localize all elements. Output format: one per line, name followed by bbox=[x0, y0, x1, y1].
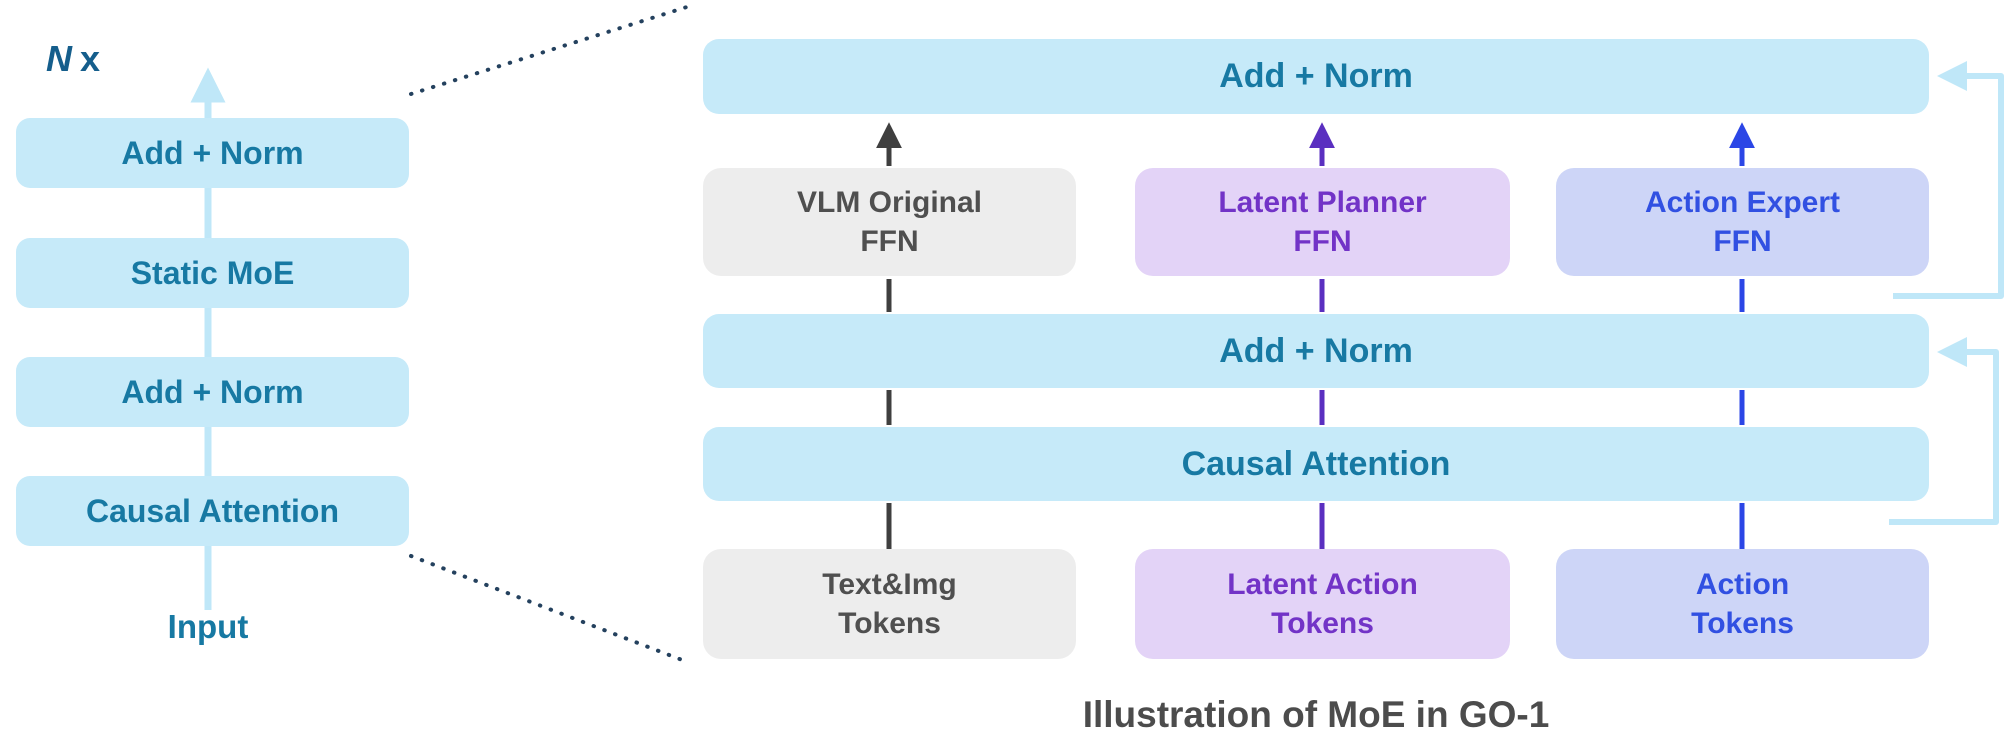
box-label-line: Tokens bbox=[1271, 607, 1374, 640]
repeat-n: N bbox=[46, 38, 72, 79]
diagram-caption: Illustration of MoE in GO-1 bbox=[1082, 694, 1550, 735]
latent-action-tokens-box: Latent Action Tokens bbox=[1135, 549, 1510, 659]
action-expert-ffn-box: Action Expert FFN bbox=[1556, 168, 1929, 276]
input-label: Input bbox=[167, 608, 249, 645]
box-label-line: Latent Planner bbox=[1218, 186, 1427, 219]
left-block-static-moe: Static MoE bbox=[16, 238, 409, 308]
box-label-line: VLM Original bbox=[796, 186, 982, 219]
box-label-line: Action bbox=[1695, 568, 1790, 601]
left-block-add-norm-bottom: Add + Norm bbox=[16, 357, 409, 427]
bar-label: Add + Norm bbox=[1219, 57, 1413, 95]
causal-attention-bar: Causal Attention bbox=[703, 427, 1929, 501]
box-label-line: Text&Img bbox=[822, 568, 957, 601]
left-block-causal-attention: Causal Attention bbox=[16, 476, 409, 546]
latent-planner-ffn-box: Latent Planner FFN bbox=[1135, 168, 1510, 276]
box-label-line: FFN bbox=[1293, 225, 1352, 258]
top-add-norm-bar: Add + Norm bbox=[703, 39, 1929, 114]
vlm-original-ffn-box: VLM Original FFN bbox=[703, 168, 1076, 276]
box-label-line: Latent Action bbox=[1227, 568, 1418, 601]
bar-label: Causal Attention bbox=[1181, 444, 1451, 483]
box-label-line: Action Expert bbox=[1644, 186, 1841, 219]
box-label-line: FFN bbox=[860, 225, 919, 258]
box-label-line: FFN bbox=[1713, 225, 1772, 258]
text-img-tokens-box: Text&Img Tokens bbox=[703, 549, 1076, 659]
block-label: Add + Norm bbox=[121, 373, 304, 410]
box-label-line: Tokens bbox=[1691, 607, 1794, 640]
repeat-x: x bbox=[80, 38, 101, 79]
block-label: Add + Norm bbox=[121, 134, 304, 171]
action-tokens-box: Action Tokens bbox=[1556, 549, 1929, 659]
zoom-dotted-line-top bbox=[409, 4, 692, 96]
bar-label: Add + Norm bbox=[1219, 331, 1413, 370]
block-label: Static MoE bbox=[130, 254, 295, 291]
block-label: Causal Attention bbox=[85, 492, 340, 529]
box-label-line: Tokens bbox=[838, 607, 941, 640]
mid-add-norm-bar: Add + Norm bbox=[703, 314, 1929, 388]
zoom-dotted-line-bottom bbox=[409, 554, 692, 665]
left-block-add-norm-top: Add + Norm bbox=[16, 118, 409, 188]
